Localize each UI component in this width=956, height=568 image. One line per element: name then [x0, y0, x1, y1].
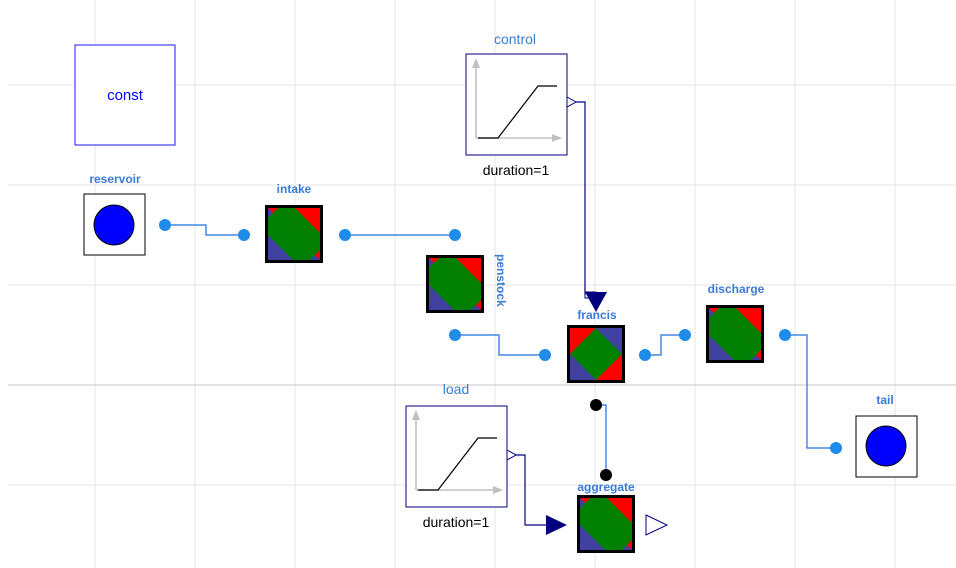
- tail-component[interactable]: tail: [830, 393, 918, 478]
- francis-shaft-port: [590, 399, 602, 411]
- const-block[interactable]: const: [74, 44, 176, 146]
- penstock-pipe-icon: [426, 255, 484, 313]
- aggregate-component[interactable]: aggregate: [546, 469, 669, 553]
- aggregate-icon: [577, 495, 635, 553]
- fluid-wires: [165, 224, 836, 475]
- reservoir-port: [159, 219, 171, 231]
- wire-discharge-tail: [785, 334, 836, 449]
- discharge-port-a: [679, 329, 691, 341]
- wire-reservoir-intake: [165, 224, 244, 236]
- francis-input-port: [585, 292, 607, 312]
- load-label: load: [443, 381, 469, 397]
- tail-port: [830, 442, 842, 454]
- discharge-pipe-icon: [706, 305, 764, 363]
- water-icon: [865, 425, 907, 467]
- control-component[interactable]: control duration=1: [465, 31, 578, 178]
- control-output-port: [566, 96, 578, 108]
- const-label: const: [107, 87, 144, 104]
- francis-port-b: [639, 349, 651, 361]
- load-component[interactable]: load duration=1: [405, 381, 518, 530]
- control-label: control: [494, 31, 536, 47]
- discharge-label: discharge: [708, 282, 765, 296]
- ramp-icon: [418, 437, 497, 491]
- discharge-port-b: [779, 329, 791, 341]
- load-param: duration=1: [423, 514, 490, 530]
- wire-penstock-francis: [455, 334, 545, 356]
- intake-component[interactable]: intake: [238, 182, 351, 263]
- francis-turbine-icon: [567, 325, 625, 383]
- penstock-component[interactable]: penstock: [426, 229, 508, 341]
- water-icon: [93, 204, 135, 246]
- penstock-port-a: [449, 229, 461, 241]
- load-output-port: [506, 449, 518, 461]
- reservoir-component[interactable]: reservoir: [83, 172, 171, 256]
- francis-component[interactable]: francis: [539, 291, 651, 411]
- intake-port-b: [339, 229, 351, 241]
- intake-pipe-icon: [265, 205, 323, 263]
- penstock-port-b: [449, 329, 461, 341]
- control-param: duration=1: [483, 162, 550, 178]
- discharge-component[interactable]: discharge: [679, 282, 791, 363]
- aggregate-label: aggregate: [577, 480, 635, 494]
- aggregate-input-port: [546, 515, 567, 535]
- wire-francis-aggregate: [596, 404, 607, 475]
- wire-control-francis: [567, 101, 586, 295]
- penstock-label: penstock: [494, 254, 508, 307]
- wire-load-aggregate: [507, 454, 552, 526]
- francis-port-a: [539, 349, 551, 361]
- intake-label: intake: [277, 182, 312, 196]
- tail-label: tail: [876, 393, 893, 407]
- aggregate-output-port: [645, 514, 669, 536]
- wire-francis-discharge: [645, 334, 685, 356]
- aggregate-shaft-port: [600, 469, 612, 481]
- intake-port-a: [238, 229, 250, 241]
- francis-label: francis: [577, 308, 617, 322]
- reservoir-label: reservoir: [89, 172, 141, 186]
- ramp-icon: [478, 85, 557, 139]
